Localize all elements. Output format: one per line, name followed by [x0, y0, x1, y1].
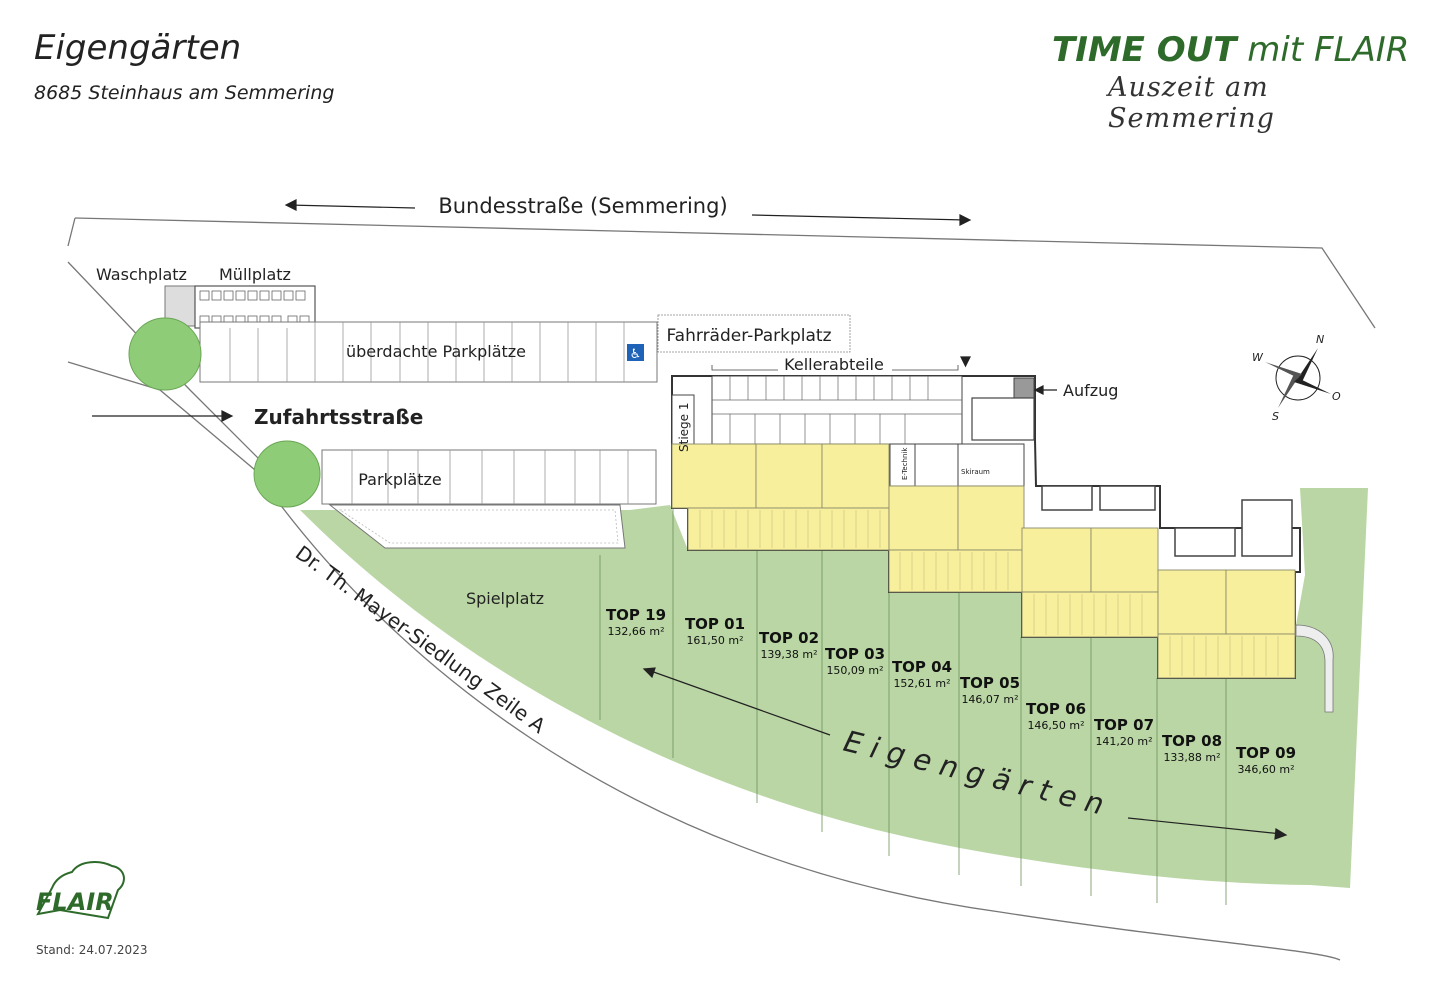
unit-name: TOP 03: [825, 645, 885, 663]
compass-w: W: [1252, 351, 1264, 364]
stiege-label: Stiege 1: [677, 403, 691, 453]
unit-name: TOP 08: [1162, 732, 1222, 750]
compass-n: N: [1316, 333, 1324, 346]
brand-bold: TIME OUT: [1052, 30, 1237, 70]
page-title: Eigengärten: [34, 28, 242, 68]
terrace-hatching: [699, 510, 1279, 676]
ramp: [1295, 624, 1334, 713]
skiraum-room: [957, 443, 1025, 487]
units-yellow: [671, 443, 1296, 679]
elevator: [1013, 377, 1035, 399]
address: 8685 Steinhaus am Semmering: [34, 82, 335, 104]
brand-tagline: Auszeit am Semmering: [1108, 72, 1275, 134]
wheelchair-icon: [627, 344, 644, 361]
unit-area: 161,50 m²: [686, 634, 743, 647]
bike-parking: [657, 314, 851, 353]
zufahrt-label: Zufahrtsstraße: [254, 405, 423, 429]
bike-parking-label: Fahrräder-Parkplatz: [666, 326, 831, 346]
road-edge-top: [74, 217, 1376, 329]
aufzug-label: Aufzug: [1063, 381, 1118, 400]
kellerabteile-area: [711, 375, 963, 445]
unit-area: 150,09 m²: [826, 664, 883, 677]
unit-name: TOP 01: [685, 615, 745, 633]
unit-area: 146,50 m²: [1027, 719, 1084, 732]
unit-name: TOP 09: [1236, 744, 1296, 762]
unit-name: TOP 06: [1026, 700, 1086, 718]
garden-area: [300, 488, 1368, 888]
flair-logo: FLAIR: [36, 861, 125, 920]
service-room: [971, 397, 1035, 441]
etechnik-label: E-Technik: [901, 447, 909, 480]
retaining-wall-inner: [338, 509, 619, 544]
brand-rest: mit FLAIR: [1247, 30, 1410, 70]
compass-o: O: [1332, 390, 1341, 403]
unit-name: TOP 05: [960, 674, 1020, 692]
brand-title: TIME OUT mit FLAIR: [1052, 30, 1409, 70]
spielplatz-label: Spielplatz: [466, 589, 544, 608]
muellplatz-label: Müllplatz: [219, 265, 291, 284]
unit-area: 146,07 m²: [961, 693, 1018, 706]
unit-area: 132,66 m²: [607, 625, 664, 638]
etechnik-room: [889, 443, 916, 487]
stand-date: Stand: 24.07.2023: [36, 943, 148, 957]
compass-icon: [1265, 348, 1331, 408]
direction-arrows: [92, 199, 1288, 840]
skiraum-label: Skiraum: [961, 468, 990, 476]
unit-name: TOP 07: [1094, 716, 1154, 734]
road-edge-left: [67, 217, 76, 247]
tree-icon: [253, 440, 321, 508]
storage-dividers: [712, 376, 962, 444]
unit-area: 133,88 m²: [1163, 751, 1220, 764]
covered-parking: [199, 321, 658, 383]
kellerabteile-label: Kellerabteile: [784, 355, 884, 374]
siedlung-road-edge: [254, 469, 1341, 961]
garden-dividers: [599, 508, 1227, 905]
waschplatz-label: Waschplatz: [96, 265, 187, 284]
unit-name: TOP 04: [892, 658, 952, 676]
tree-icon: [128, 317, 202, 391]
covered-parking-label: überdachte Parkplätze: [346, 342, 526, 361]
covered-parking-dividers: [229, 322, 625, 382]
retaining-wall: [328, 504, 626, 549]
open-parking-label: Parkplätze: [358, 470, 442, 489]
unit-area: 139,38 m²: [760, 648, 817, 661]
compass-s: S: [1272, 410, 1279, 423]
kellerabteile-bracket: [711, 365, 959, 371]
unit-area: 152,61 m²: [893, 677, 950, 690]
logo-text: FLAIR: [36, 888, 114, 916]
unit-name: TOP 02: [759, 629, 819, 647]
open-parking-dividers: [351, 450, 629, 504]
wheelchair-glyph: ♿: [630, 347, 642, 362]
unit-area: 346,60 m²: [1237, 763, 1294, 776]
unit-name: TOP 19: [606, 606, 666, 624]
courtyard-structures: [1041, 485, 1293, 557]
unit-area: 141,20 m²: [1095, 735, 1152, 748]
bundesstrasse-label: Bundesstraße (Semmering): [438, 194, 727, 218]
